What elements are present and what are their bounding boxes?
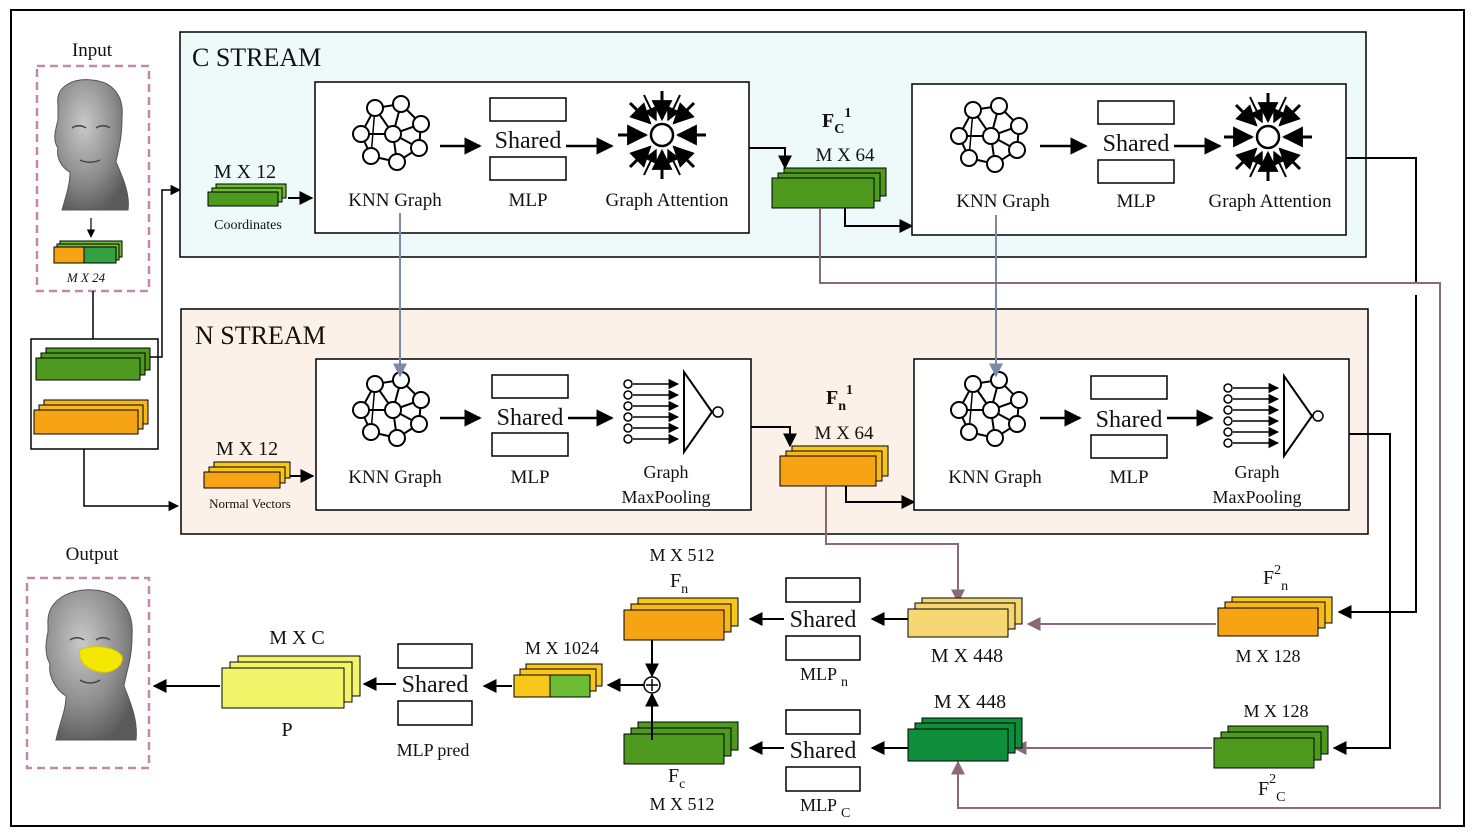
f2n-dim: M X 128 — [1235, 646, 1300, 666]
pred-name: P — [281, 719, 292, 741]
c-block1-shared-label: Shared — [495, 128, 562, 154]
mlp-n-top-layer — [785, 577, 861, 603]
fn-dim: M X 512 — [649, 545, 714, 565]
output-head-image — [45, 589, 137, 741]
fn1-skip-arrow — [825, 486, 965, 604]
pred-tensor — [221, 655, 361, 709]
fc1-name: FC1 — [822, 106, 851, 137]
c-block1-graph-attention-icon — [618, 91, 706, 179]
n-block1-op-label2: MaxPooling — [621, 487, 710, 507]
c-block2-shared-label: Shared — [1103, 131, 1170, 157]
c-stream-input-dim: M X 12 — [214, 161, 276, 183]
split-orange-tensor — [33, 399, 149, 435]
fc1-dim: M X 64 — [815, 145, 875, 166]
fc1-skip-arrow — [819, 208, 1441, 809]
n-block1-shared-label: Shared — [497, 405, 564, 431]
c-block1-mlp-bottom-layer — [489, 156, 567, 181]
mlp-pred-top-layer — [397, 643, 473, 669]
fn-name: Fn — [670, 570, 688, 597]
n-block2-shared-label: Shared — [1096, 407, 1163, 433]
f2c-name: F2C — [1258, 772, 1285, 805]
c-block2-mlp-label: MLP — [1116, 191, 1155, 212]
mlp-pred-shared-label: Shared — [402, 672, 469, 698]
f2n-tensor — [1217, 596, 1333, 637]
c-stream-title: C STREAM — [192, 43, 321, 72]
concat-n-dim: M X 448 — [931, 645, 1003, 667]
n-stream-title: N STREAM — [195, 321, 326, 350]
output-label: Output — [66, 544, 120, 565]
c-block2-graph-attention-icon — [1224, 93, 1312, 181]
c-block2-out-line-upper — [1346, 157, 1417, 283]
normal-vectors-label: Normal Vectors — [209, 496, 291, 511]
coordinates-label: Coordinates — [214, 218, 282, 233]
mlp-pred-bottom-layer — [397, 700, 473, 726]
fc-dim: M X 512 — [649, 794, 714, 814]
fused-dim: M X 1024 — [525, 638, 599, 658]
c-block2-op-label: Graph Attention — [1209, 191, 1332, 212]
c-block2-knn-label: KNN Graph — [956, 191, 1050, 212]
n-block1-knn-label: KNN Graph — [348, 467, 442, 488]
fn1-name: Fn1 — [826, 383, 853, 414]
split-to-c-stream-arrow — [150, 184, 182, 358]
mlp-n-bottom-layer — [785, 635, 861, 661]
input-tensor-icon — [53, 240, 123, 264]
fn1-tensor — [779, 445, 889, 487]
n-block2-op-label2: MaxPooling — [1212, 487, 1301, 507]
n-block1-op-label1: Graph — [644, 462, 689, 482]
split-to-n-stream-arrow — [83, 449, 180, 512]
split-green-tensor — [35, 347, 151, 381]
input-label: Input — [72, 40, 113, 61]
c-block2-mlp-bottom-layer — [1097, 159, 1175, 184]
c-block1-knn-label: KNN Graph — [348, 190, 442, 211]
normal-vectors-tensor — [203, 461, 291, 489]
n-block1-to-fn1-arrow — [751, 426, 797, 448]
concat-c-tensor — [907, 717, 1023, 762]
fc1-tensor — [771, 167, 887, 209]
f2c-tensor — [1213, 725, 1329, 769]
input-tensor-dim: M X 24 — [66, 270, 106, 285]
mlp-n-shared-label: Shared — [790, 607, 857, 633]
fc-name: Fc — [668, 765, 685, 792]
c-block1-mlp-top-layer — [489, 97, 567, 122]
n-block1-mlp-top-layer — [491, 374, 569, 399]
n-block1-mlp-label: MLP — [510, 467, 549, 488]
mlp-c-bottom-layer — [785, 766, 861, 792]
coordinates-tensor — [207, 183, 287, 207]
c-block1-mlp-label: MLP — [508, 190, 547, 211]
n-block2-mlp-label: MLP — [1109, 467, 1148, 488]
fc1-to-c-block2-arrow — [844, 208, 914, 233]
c-block1-op-label: Graph Attention — [606, 190, 729, 211]
fn1-dim: M X 64 — [814, 423, 874, 444]
f2c-dim: M X 128 — [1243, 701, 1308, 721]
pred-dim: M X C — [269, 627, 325, 649]
c-block2-to-f2n-arrow — [1337, 295, 1417, 619]
fused-tensor — [513, 663, 603, 698]
n-stream-input-dim: M X 12 — [216, 438, 278, 460]
n-block2-mlp-bottom-layer — [1090, 434, 1168, 459]
mlp-c-top-layer — [785, 709, 861, 735]
n-block2-to-f2c-arrow — [1332, 433, 1391, 755]
concat-plus-icon — [643, 676, 661, 694]
input-head-image — [54, 79, 129, 211]
mlp-pred-label: MLP pred — [397, 740, 470, 760]
concat-c-dim: M X 448 — [934, 691, 1006, 713]
fn1-to-n-block2-arrow — [845, 486, 916, 509]
n-block2-knn-label: KNN Graph — [948, 467, 1042, 488]
n-block2-mlp-top-layer — [1090, 375, 1168, 400]
mlp-c-shared-label: Shared — [790, 738, 857, 764]
c-block2-mlp-top-layer — [1097, 100, 1175, 125]
fn-tensor — [623, 597, 739, 641]
n-block2-op-label1: Graph — [1235, 462, 1280, 482]
f2n-name: F2n — [1263, 563, 1288, 594]
concat-n-tensor — [907, 597, 1023, 638]
fc-tensor — [623, 721, 739, 765]
n-block1-mlp-bottom-layer — [491, 432, 569, 457]
c-block1-to-fc1-arrow — [749, 147, 792, 170]
